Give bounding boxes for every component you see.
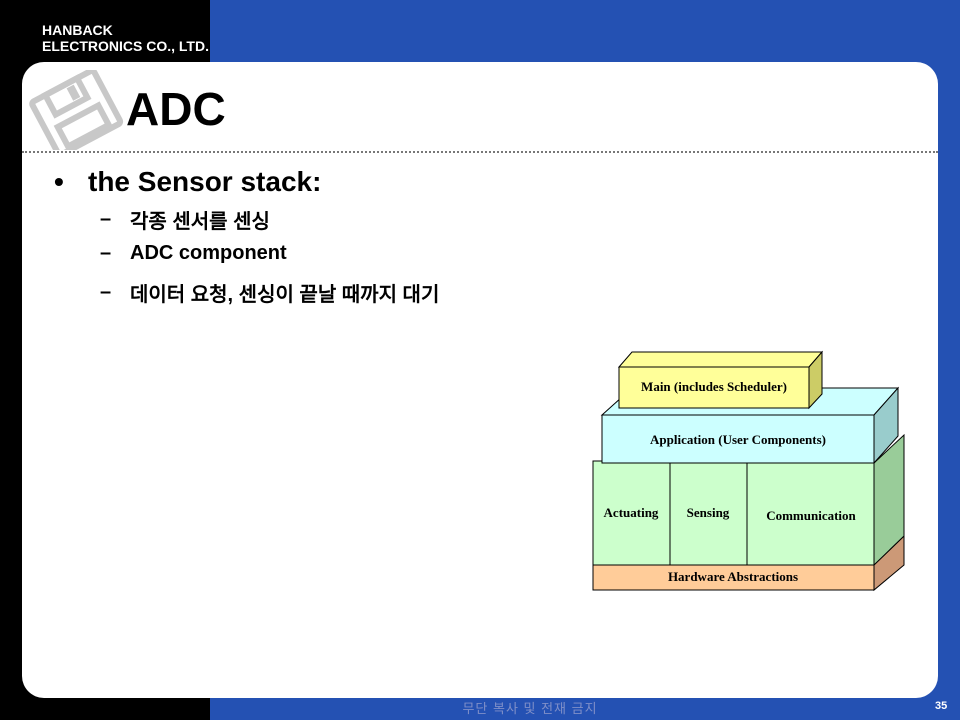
copyright-note: 무단 복사 및 전재 금지 <box>462 701 598 716</box>
slide-title: ADC <box>126 83 226 135</box>
sub-item-text: 각종 센서를 센싱 <box>130 211 270 233</box>
sub-item-text: ADC component <box>130 242 287 264</box>
bullet-dot: • <box>54 166 64 197</box>
company-line-2: ELECTRONICS CO., LTD. <box>42 38 209 54</box>
cell-label: Communication <box>766 508 856 523</box>
cell-label: Sensing <box>687 505 730 520</box>
sub-item: – 각종 센서를 센싱 <box>100 205 270 234</box>
cell-actuating <box>592 460 671 566</box>
cell-communication <box>746 462 875 566</box>
sub-item: – ADC component <box>100 242 287 265</box>
base-label: Hardware Abstractions <box>668 569 798 584</box>
cell-label: Actuating <box>604 505 659 520</box>
company-name: HANBACK ELECTRONICS CO., LTD. <box>42 22 209 54</box>
sub-item-text: 데이터 요청, 센싱이 끝날 때까지 대기 <box>130 284 440 306</box>
floppy-disk-icon <box>29 70 124 150</box>
main-label: Main (includes Scheduler) <box>641 379 787 394</box>
main-front <box>618 366 810 409</box>
base-front <box>592 564 875 591</box>
app-front <box>601 414 875 464</box>
company-line-1: HANBACK <box>42 22 113 38</box>
sub-dash: – <box>100 208 112 230</box>
page-number: 35 <box>935 700 948 712</box>
main-top <box>617 351 824 368</box>
bullet-main-text: the Sensor stack: <box>88 166 322 197</box>
cell-sensing <box>669 460 748 566</box>
sensor-stack-diagram: Hardware Abstractions Actuating Sensing … <box>592 350 905 592</box>
sub-item: – 데이터 요청, 센싱이 끝날 때까지 대기 <box>100 278 439 307</box>
sub-dash: – <box>100 242 112 264</box>
title-divider <box>22 151 938 153</box>
app-label: Application (User Components) <box>650 432 826 447</box>
bullet-main: • the Sensor stack: <box>54 166 321 198</box>
sub-dash: – <box>100 281 112 303</box>
